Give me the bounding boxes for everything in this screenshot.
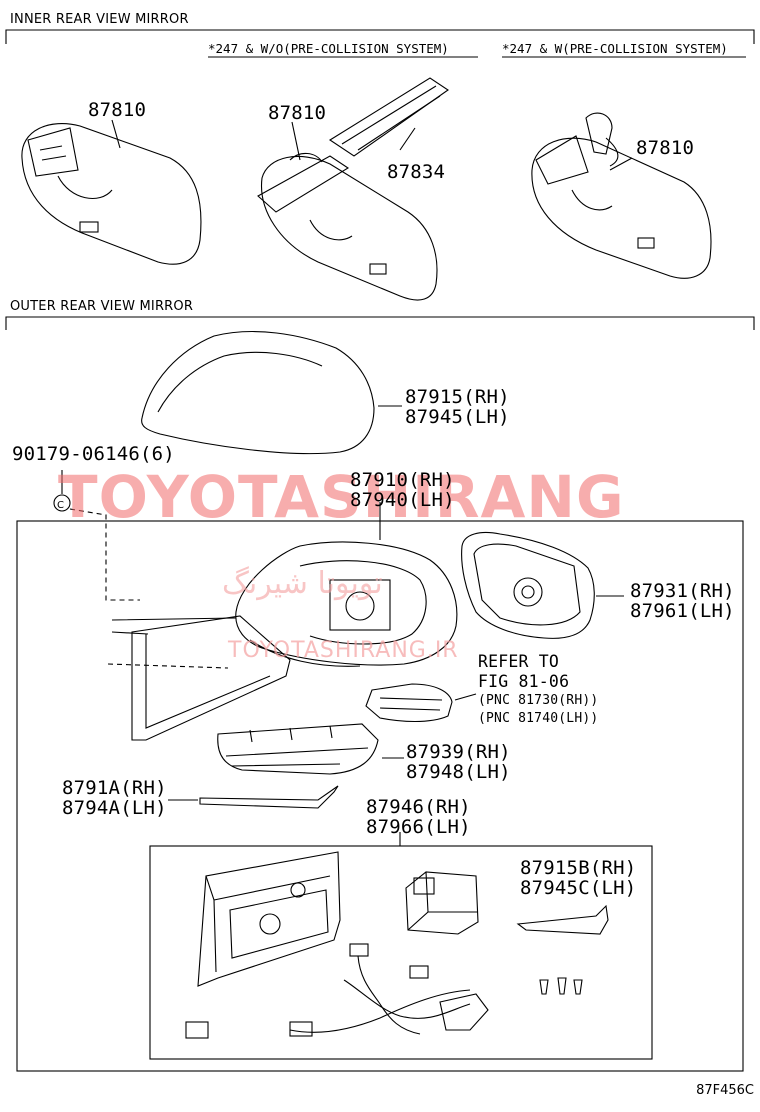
- label-mirror-body: 87946(RH) 87966(LH): [366, 796, 471, 838]
- watermark-persian: تویوتا شیرنگ: [222, 566, 383, 601]
- label-garnish: 8791A(RH) 8794A(LH): [62, 777, 167, 819]
- label-screw: 90179-06146(6): [12, 443, 175, 465]
- label-inner-mirror-a: 87810: [88, 99, 147, 121]
- inner-mirror-a: [21, 119, 202, 265]
- label-inner-cover: 87834: [387, 161, 446, 183]
- svg-text:C: C: [57, 500, 64, 511]
- label-seal: 87915B(RH) 87945C(LH): [520, 857, 637, 899]
- screw: C: [53, 470, 140, 601]
- outer-section-title: OUTER REAR VIEW MIRROR: [10, 299, 194, 314]
- turn-signal-lamp: [365, 683, 477, 722]
- label-mirror-glass: 87931(RH) 87961(LH): [630, 580, 735, 622]
- garnish-strip: [168, 785, 339, 809]
- watermark: TOYOTASHIRANG: [58, 463, 625, 531]
- seal: [516, 904, 609, 935]
- label-inner-mirror-b: 87810: [268, 102, 327, 124]
- label-inner-mirror-c: 87810: [636, 137, 695, 159]
- small-screws: [539, 977, 583, 995]
- wire-harness: [185, 943, 489, 1039]
- inner-section-title: INNER REAR VIEW MIRROR: [10, 12, 189, 27]
- lower-cover: [217, 723, 404, 775]
- mirror-base-assembly: [107, 502, 458, 741]
- label-outer-cover: 87915(RH) 87945(LH): [405, 386, 510, 428]
- outer-cover: [141, 331, 402, 455]
- figure-code: 87F456C: [696, 1083, 754, 1098]
- watermark-url: TOYOTASHIRANG.IR: [228, 638, 459, 663]
- mirror-actuator: [405, 871, 479, 935]
- mirror-body: [197, 851, 341, 987]
- label-assembly: 87910(RH) 87940(LH): [350, 469, 455, 511]
- label-lower-cover: 87939(RH) 87948(LH): [406, 741, 511, 783]
- label-refer-pnc: (PNC 81730(RH)) (PNC 81740(LH)): [478, 693, 599, 726]
- body-subassembly-frame: [149, 845, 653, 1060]
- label-refer: REFER TO FIG 81-06: [478, 652, 570, 691]
- inner-mirror-b: [257, 77, 449, 301]
- outer-section-bracket: [5, 316, 755, 330]
- inner-mirror-c: [531, 112, 712, 279]
- note-without-pcs: *247 & W/O(PRE-COLLISION SYSTEM): [208, 41, 449, 56]
- mirror-glass: [461, 531, 624, 639]
- inner-section-bracket: [5, 29, 755, 44]
- note-with-pcs: *247 & W(PRE-COLLISION SYSTEM): [502, 41, 728, 56]
